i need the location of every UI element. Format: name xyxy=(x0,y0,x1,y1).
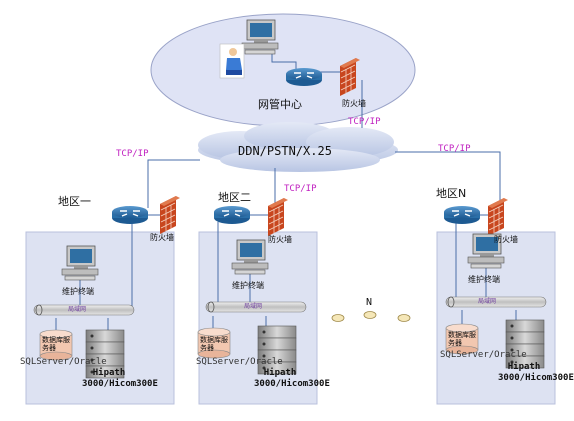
region-1-name: 地区一 xyxy=(58,195,91,208)
region-n-lan-label: 局域网 xyxy=(478,298,497,305)
region-2-router-icon xyxy=(213,205,251,225)
region-n-db-type: SQLServer/Oracle xyxy=(440,350,527,360)
region-1-db-label: 数据库服务器 xyxy=(42,336,70,352)
admin-person-icon xyxy=(219,43,245,79)
region-n-terminal-label: 维护终端 xyxy=(468,275,500,284)
center-firewall-label: 防火墙 xyxy=(342,99,366,108)
cloud-label: DDN/PSTN/X.25 xyxy=(238,144,332,158)
region-1-firewall-icon xyxy=(159,195,181,235)
region-2-firewall-icon xyxy=(267,197,289,237)
region-1-db-type: SQLServer/Oracle xyxy=(20,357,107,367)
protocol-label-center: TCP/IP xyxy=(348,117,381,127)
region-2-lan-label: 局域网 xyxy=(244,303,263,310)
region-n-firewall-label: 防火墙 xyxy=(494,235,518,244)
region-2-pc-icon xyxy=(231,239,269,275)
region-1-lan-label: 局域网 xyxy=(68,306,87,313)
protocol-label-region-2: TCP/IP xyxy=(284,184,317,194)
center-label: 网管中心 xyxy=(258,98,302,111)
ellipsis-n-label: N xyxy=(366,297,373,308)
links xyxy=(55,50,517,334)
region-n-name: 地区N xyxy=(436,187,467,200)
region-2-db-type: SQLServer/Oracle xyxy=(196,357,283,367)
region-2-firewall-label: 防火墙 xyxy=(268,235,292,244)
region-n-db-label: 数据库服务器 xyxy=(448,331,476,347)
wan-cloud xyxy=(198,122,398,172)
region-2-terminal-label: 维护终端 xyxy=(232,281,264,290)
region-n-server-icon xyxy=(505,319,545,369)
region-n-firewall-icon xyxy=(487,197,509,237)
center-router-icon xyxy=(285,67,323,87)
region-n-host-label: Hipath 3000/Hicom300E xyxy=(498,362,574,383)
region-2-host-label: Hipath 3000/Hicom300E xyxy=(254,368,330,389)
protocol-label-region-n: TCP/IP xyxy=(438,144,471,154)
protocol-label-region-1: TCP/IP xyxy=(116,149,149,159)
region-n-router-icon xyxy=(443,205,481,225)
region-2-name: 地区二 xyxy=(218,191,251,204)
region-1-pc-icon xyxy=(61,245,99,281)
region-1-firewall-label: 防火墙 xyxy=(150,233,174,242)
ellipsis-dots xyxy=(331,311,411,322)
admin-workstation xyxy=(241,19,279,55)
region-1-terminal-label: 维护终端 xyxy=(62,287,94,296)
region-1-host-label: Hipath 3000/Hicom300E xyxy=(82,368,158,389)
region-1-router-icon xyxy=(111,205,149,225)
region-2-db-label: 数据库服务器 xyxy=(200,336,228,352)
